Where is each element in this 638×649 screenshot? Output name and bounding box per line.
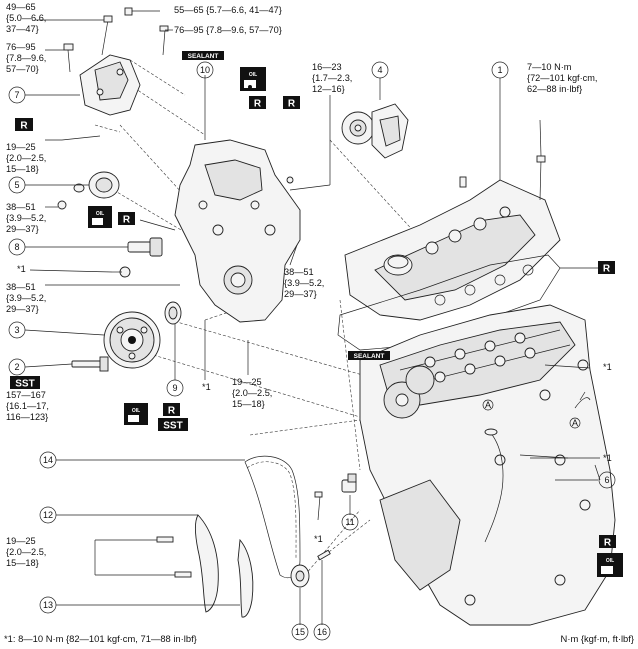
replace-badge: R xyxy=(15,118,33,132)
torque-38-51-c: 38—51 {3.9—5.2, 29—37} xyxy=(284,267,327,299)
idler-pulley xyxy=(57,171,120,210)
sst-badge: SST xyxy=(10,376,40,390)
timing-chain xyxy=(244,455,301,579)
oil-icon-badges: OIL OIL OIL OIL xyxy=(88,67,623,577)
torque-157-167: 157—167 {16.1—17, 116—123} xyxy=(6,390,51,422)
oil-level-gauge-pipe xyxy=(484,428,504,543)
replace-badge: R xyxy=(163,403,180,417)
torque-76-95-top: 76—95 {7.8—9.6, 57—70} xyxy=(174,25,282,35)
torque-star1-left: *1 xyxy=(17,264,26,274)
torque-star1-right-b: *1 xyxy=(603,453,612,463)
sst-badges: SST SST xyxy=(10,376,188,432)
callout-10: 10 xyxy=(200,65,210,75)
callouts: 1 2 3 4 5 6 7 8 9 10 11 12 13 14 15 16 xyxy=(8,61,616,641)
engine-block-assembly xyxy=(359,304,616,626)
oil-label-2: OIL xyxy=(96,211,104,217)
callout-15: 15 xyxy=(295,627,305,637)
replace-badge: R xyxy=(599,535,616,549)
torque-38-51-a: 38—51 {3.9—5.2, 29—37} xyxy=(6,202,49,234)
replace-label-1: R xyxy=(254,99,262,110)
torque-19-25-c: 19—25 {2.0—2.5, 15—18} xyxy=(6,536,49,568)
section-mark-a-left: A xyxy=(485,400,491,410)
torque-star1-mid: *1 xyxy=(202,382,211,392)
replace-badge: R xyxy=(249,96,266,110)
oil-control-valve xyxy=(112,237,163,278)
torque-19-25-a: 19—25 {2.0—2.5, 15—18} xyxy=(6,142,49,174)
oil-label-1: OIL xyxy=(249,72,257,78)
replace-label-7: R xyxy=(604,538,612,549)
oil-can-icon: OIL xyxy=(124,403,148,425)
sealant-label-2: SEALANT xyxy=(354,353,385,360)
replace-label-4: R xyxy=(123,215,131,226)
oil-can-icon: OIL xyxy=(597,553,623,577)
callout-3: 3 xyxy=(14,325,19,335)
drive-belt-auto-tensioner xyxy=(341,103,409,159)
camshafts xyxy=(399,329,571,386)
oil-can-icon: OIL xyxy=(88,206,112,228)
footnote: *1: 8—10 N·m {82—101 kgf·cm, 71—88 in·lb… xyxy=(4,633,197,644)
replace-badge: R xyxy=(118,212,135,226)
callout-5: 5 xyxy=(14,180,19,190)
callout-1: 1 xyxy=(497,65,502,75)
torque-19-25-b: 19—25 {2.0—2.5, 15—18} xyxy=(232,377,275,409)
callout-14: 14 xyxy=(43,455,53,465)
torque-labels: 49—65 {5.0—6.6, 37—47} 55—65 {5.7—6.6, 4… xyxy=(6,2,612,568)
replace-label-3: R xyxy=(20,121,28,132)
sst-badge: SST xyxy=(158,418,188,432)
torque-7-10: 7—10 N·m {72—101 kgf·cm, 62—88 in·lbf} xyxy=(527,62,600,94)
callout-7: 7 xyxy=(14,90,19,100)
torque-star1-right-a: *1 xyxy=(603,362,612,372)
replace-badge: R xyxy=(598,261,615,275)
oil-label-4: OIL xyxy=(606,558,614,564)
head-cover-gasket xyxy=(337,254,561,351)
callout-6: 6 xyxy=(604,475,609,485)
sst-label-2: SST xyxy=(163,421,182,432)
chain-guide xyxy=(237,538,254,618)
oil-can-icon: OIL xyxy=(240,67,266,91)
callout-12: 12 xyxy=(43,510,53,520)
replace-label-2: R xyxy=(288,99,296,110)
engine-mount-bracket xyxy=(63,7,169,116)
callout-4: 4 xyxy=(377,65,382,75)
torque-49-65: 49—65 {5.0—6.6, 37—47} xyxy=(6,2,49,34)
crankshaft-key xyxy=(317,549,331,561)
callout-2: 2 xyxy=(14,362,19,372)
timing-chain-cover xyxy=(174,139,301,323)
tensioner-arm xyxy=(156,514,219,613)
callout-8: 8 xyxy=(14,242,19,252)
replace-r-badges: R R R R R R R xyxy=(15,96,616,549)
units-note: N·m {kgf·m, ft·lbf} xyxy=(561,633,634,644)
torque-55-65: 55—65 {5.7—6.6, 41—47} xyxy=(174,5,282,15)
callout-16: 16 xyxy=(317,627,327,637)
replace-label-6: R xyxy=(168,406,176,417)
crankshaft-pulley-lock-bolt xyxy=(71,356,109,372)
label-leader-lines xyxy=(24,10,601,625)
callout-11: 11 xyxy=(345,517,354,527)
replace-badge: R xyxy=(283,96,300,110)
sealant-badge-mid: SEALANT xyxy=(348,351,390,360)
oil-label-3: OIL xyxy=(132,408,140,414)
torque-38-51-b: 38—51 {3.9—5.2, 29—37} xyxy=(6,282,49,314)
front-oil-seal xyxy=(164,301,182,325)
section-mark-a-right: A xyxy=(572,418,578,428)
sealant-label: SEALANT xyxy=(188,53,219,60)
torque-16-23: 16—23 {1.7—2.3, 12—16} xyxy=(312,62,355,94)
callout-13: 13 xyxy=(43,600,53,610)
sealant-badge-top: SEALANT xyxy=(182,51,224,60)
chain-tensioner xyxy=(314,473,357,521)
cylinder-head-cover xyxy=(344,155,561,321)
replace-label-5: R xyxy=(603,264,611,275)
torque-star1-low: *1 xyxy=(314,534,323,544)
callout-9: 9 xyxy=(172,383,177,393)
crankshaft-sprocket xyxy=(290,564,310,588)
torque-76-95-left: 76—95 {7.8—9.6, 57—70} xyxy=(6,42,49,74)
sst-label-1: SST xyxy=(15,379,34,390)
crankshaft-pulley xyxy=(103,311,161,369)
